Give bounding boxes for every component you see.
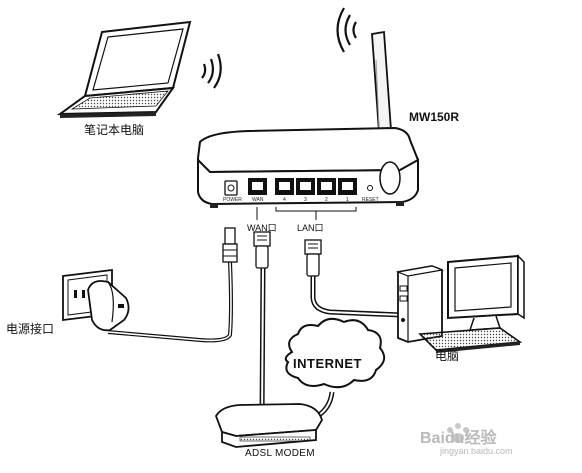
laptop-label: 笔记本电脑 xyxy=(84,123,145,137)
wifi-waves-laptop-icon xyxy=(201,53,222,89)
power-port-label: POWER xyxy=(223,197,242,203)
ethernet-port-lan-4-icon xyxy=(275,178,294,195)
watermark-text: Baidu经验 xyxy=(420,430,497,447)
wan-port-small-label: WAN xyxy=(252,197,264,203)
reset-label: RESET xyxy=(362,197,379,203)
power-adapter-label: 电源接口 xyxy=(6,322,55,336)
ethernet-port-wan-icon xyxy=(248,178,267,195)
baidu-paw-watermark-icon xyxy=(447,423,469,443)
power-adapter-icon xyxy=(87,280,130,332)
power-cable xyxy=(107,227,238,343)
ethernet-port-lan-1-icon xyxy=(338,178,357,195)
modem-label: ADSL MODEM xyxy=(245,448,315,459)
watermark-subtext: jingyan.baidu.com xyxy=(440,446,513,456)
internet-label: INTERNET xyxy=(293,356,362,371)
ethernet-port-lan-3-icon xyxy=(296,178,315,195)
lan-cable xyxy=(304,239,426,319)
internet-cloud-icon xyxy=(284,317,386,389)
router-model-label: MW150R xyxy=(409,110,460,124)
lan-port-1-label: 1 xyxy=(346,197,349,203)
lan-port-3-label: 3 xyxy=(304,197,307,203)
desktop-label: 电脑 xyxy=(435,349,460,363)
lan-bracket xyxy=(275,207,357,220)
lan-port-label: LAN口 xyxy=(297,223,324,233)
desktop-computer-icon xyxy=(395,254,525,353)
wan-cable xyxy=(253,231,271,421)
wifi-waves-router-icon xyxy=(336,7,357,53)
lan-port-4-label: 4 xyxy=(283,197,286,203)
wan-port-label: WAN口 xyxy=(247,223,277,233)
adsl-modem-icon xyxy=(215,403,323,448)
ethernet-port-lan-2-icon xyxy=(317,178,336,195)
laptop-icon xyxy=(56,20,192,118)
router-icon xyxy=(196,30,420,208)
lan-port-2-label: 2 xyxy=(325,197,328,203)
